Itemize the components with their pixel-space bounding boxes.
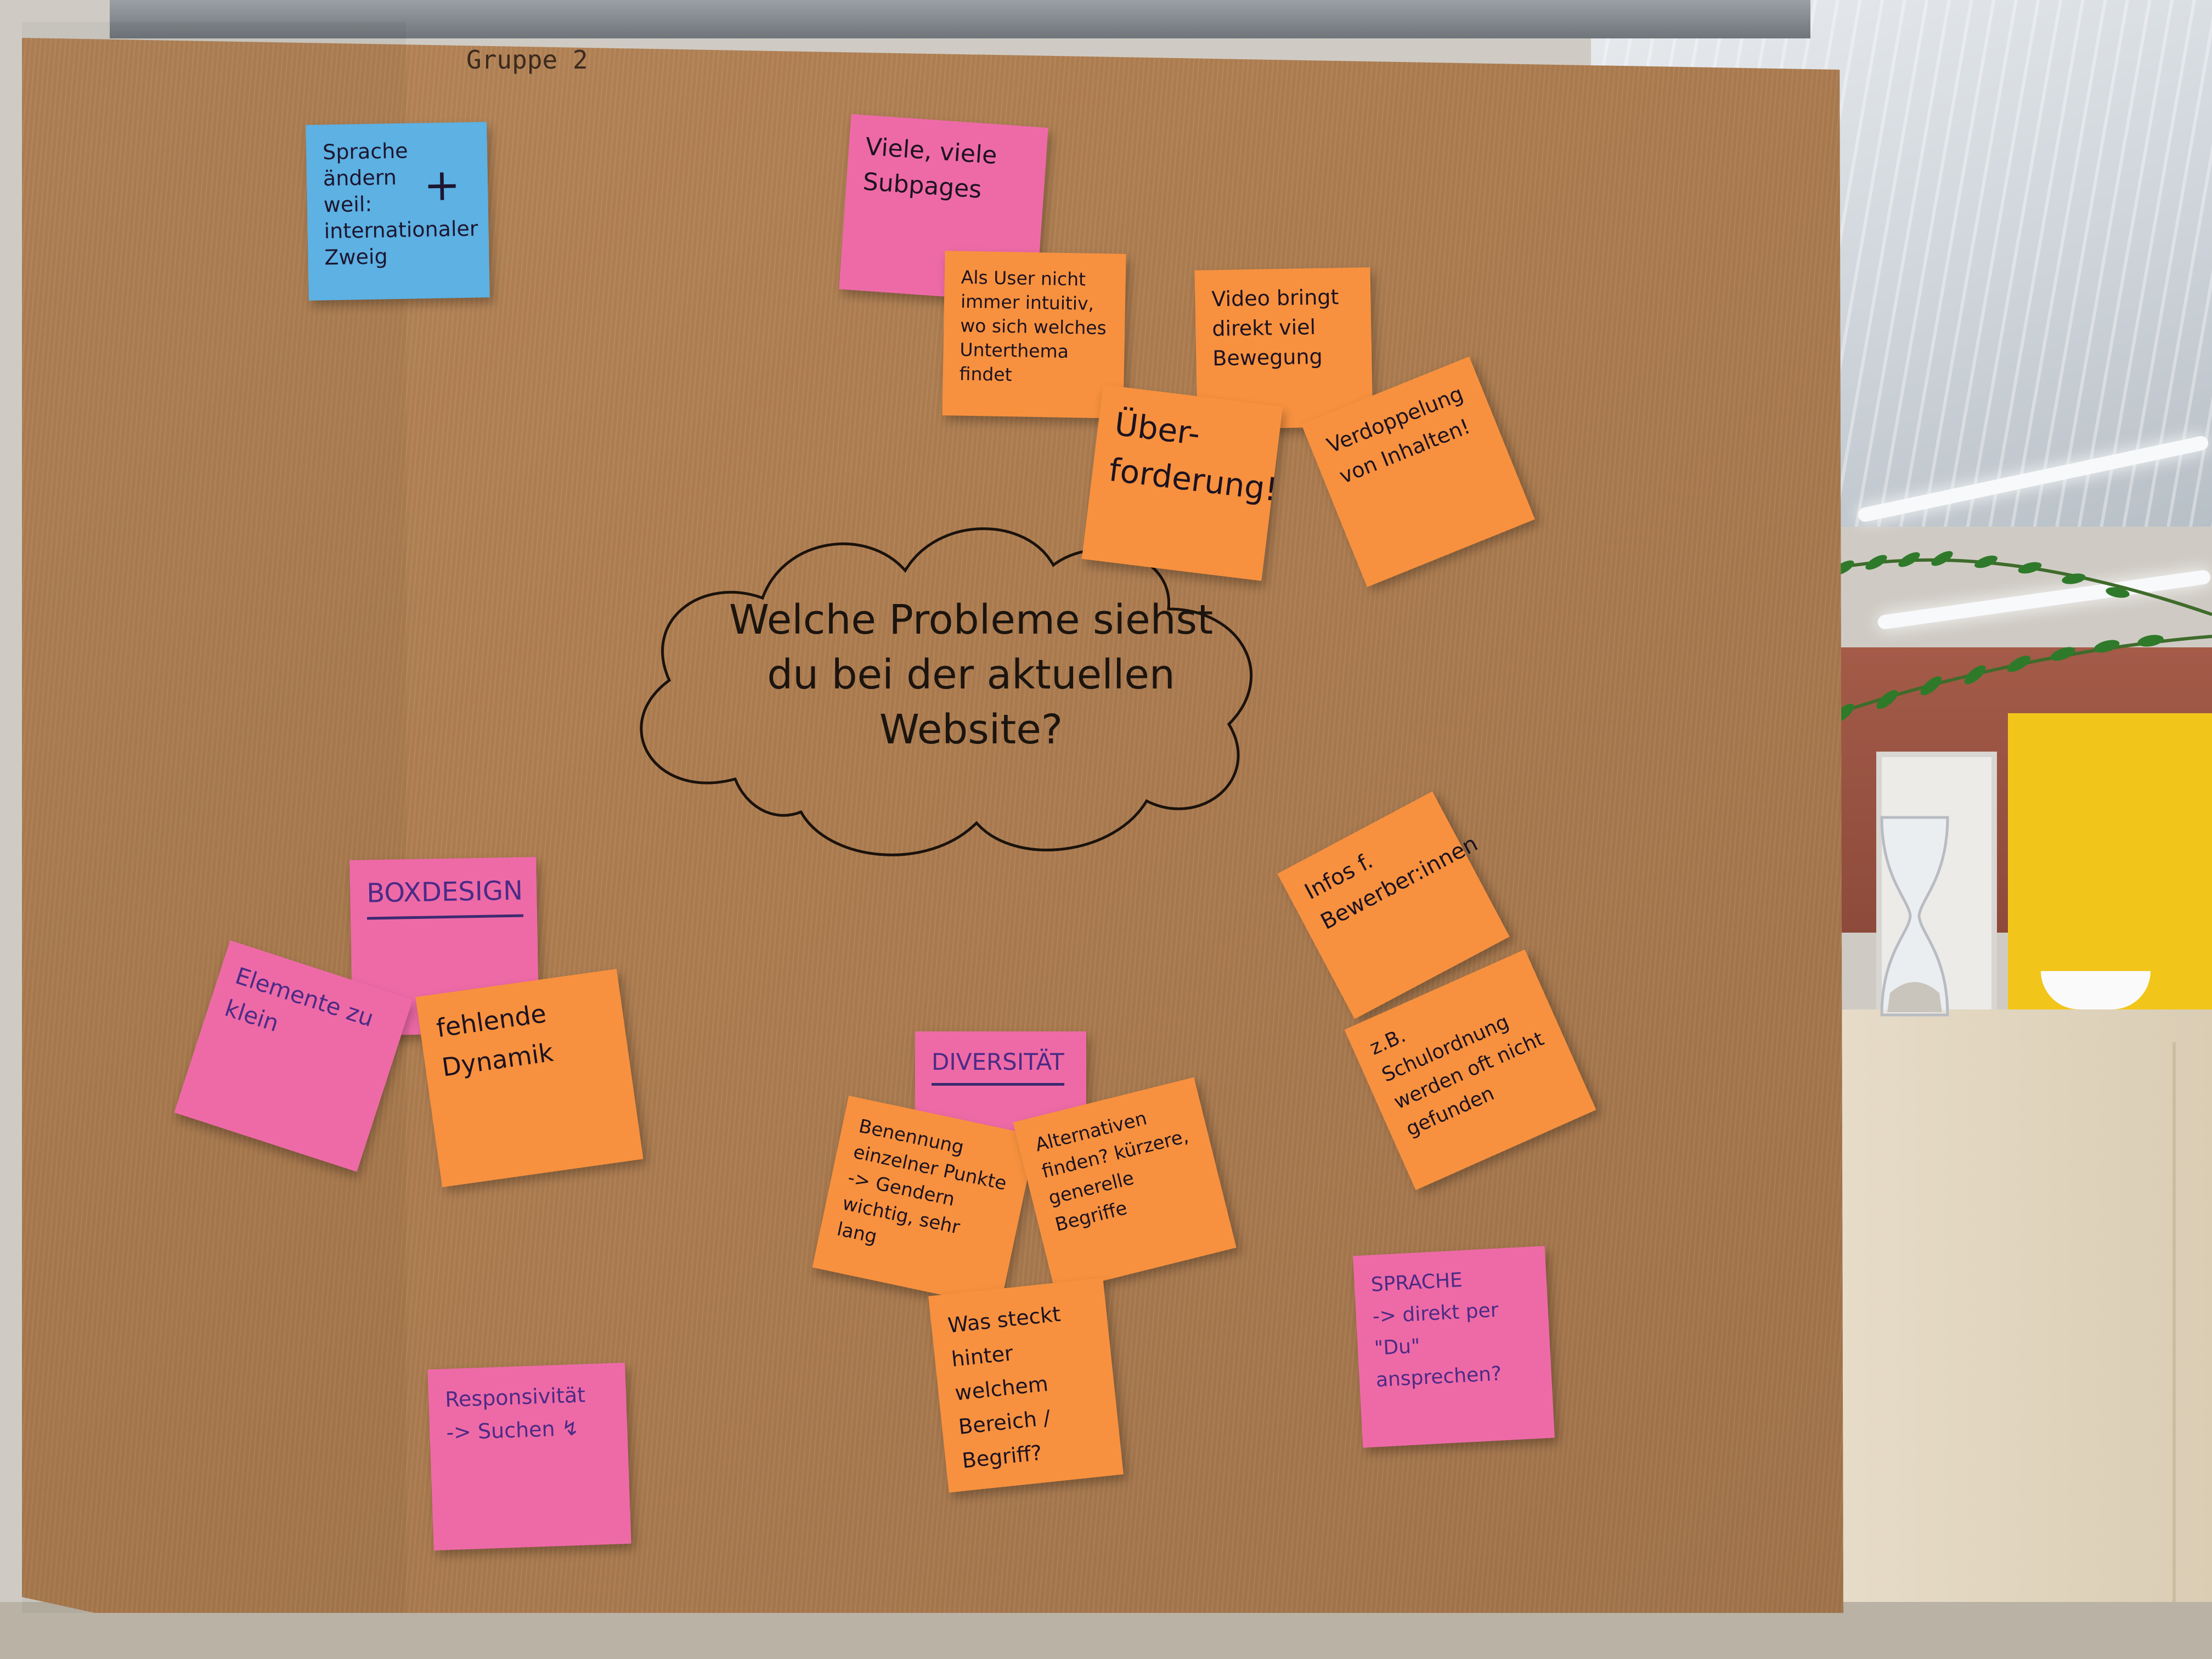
group-label: Gruppe 2 — [466, 45, 588, 75]
bowl — [2041, 971, 2151, 1009]
sticky-note-sprache: SPRACHE -> direkt per "Du" ansprechen? — [1353, 1246, 1555, 1448]
sticky-note-dynamik: fehlende Dynamik — [415, 968, 644, 1188]
thought-cloud — [640, 527, 1252, 856]
sticky-note-ueberforderung: Über-forderung! — [1081, 385, 1283, 581]
note-text: BOXDESIGN — [366, 871, 523, 920]
note-text: Benennung einzelner Punkte -> Gendern wi… — [834, 1115, 1009, 1248]
cable-tray — [110, 0, 1810, 38]
central-question: Welche Probleme siehst du bei der aktuel… — [729, 596, 1214, 753]
note-text: fehlende Dynamik — [435, 998, 555, 1082]
note-text: Über-forderung! — [1107, 405, 1280, 509]
sticky-note-was-steckt: Was steckt hinter welchem Bereich / Begr… — [928, 1278, 1124, 1493]
note-text: Was steckt hinter welchem Bereich / Begr… — [946, 1301, 1062, 1473]
note-text: Responsivität -> Suchen ↯ — [444, 1383, 586, 1445]
yellow-panel — [2008, 713, 2212, 1020]
note-text: SPRACHE -> direkt per "Du" ansprechen? — [1370, 1269, 1503, 1392]
plant — [1821, 551, 2212, 723]
note-text: Alternativen finden? kürzere, generelle … — [1032, 1107, 1191, 1237]
sticky-note-als-user: Als User nicht immer intuitiv, wo sich w… — [942, 251, 1126, 419]
cabinet — [1832, 1009, 2212, 1659]
note-text: Video bringt direkt viel Bewegung — [1211, 285, 1339, 371]
sticky-note-responsivitaet: Responsivität -> Suchen ↯ — [427, 1362, 631, 1551]
sticky-note-sprache-aendern: Sprache ändern weil: internationaler Zwe… — [306, 122, 490, 301]
note-text: Viele, viele Subpages — [862, 132, 998, 204]
note-text: DIVERSITÄT — [932, 1046, 1064, 1086]
note-text: Als User nicht immer intuitiv, wo sich w… — [959, 266, 1107, 386]
cabinet-seam — [2172, 1042, 2176, 1659]
plus-sign: + — [423, 159, 461, 211]
hourglass — [1880, 816, 1949, 1017]
